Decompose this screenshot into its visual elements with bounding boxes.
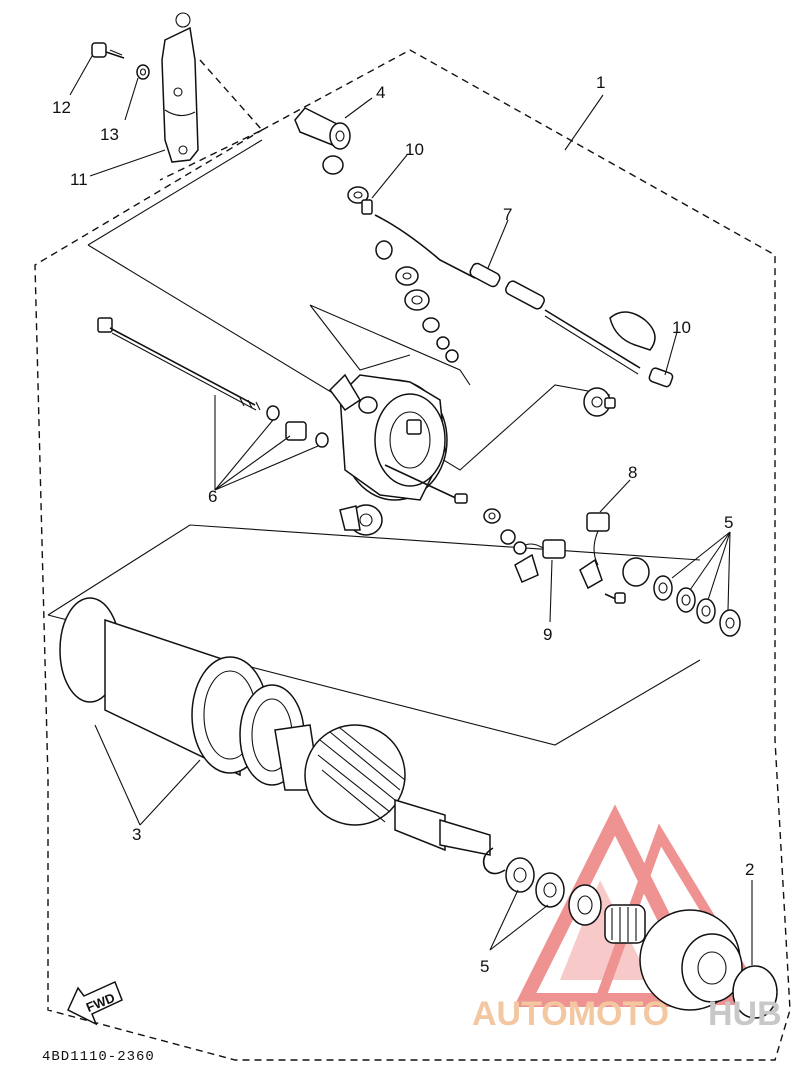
cable-boot-4 — [294, 107, 351, 150]
through-bolt — [97, 317, 261, 411]
oil-seal — [568, 884, 602, 926]
bracket-outline-dashed — [159, 59, 264, 181]
lead-wire-7 — [374, 214, 674, 388]
callout-12: 12 — [52, 98, 71, 117]
nut-stack-upper — [322, 155, 373, 215]
needle-bearing — [604, 904, 646, 944]
small-washers — [483, 508, 516, 545]
washer-13 — [136, 64, 150, 80]
callout-1: 1 — [596, 73, 605, 92]
armature — [274, 724, 491, 856]
callout-4: 4 — [376, 83, 385, 102]
callout-10-upper: 10 — [405, 140, 424, 159]
assembly-outline-dashed — [34, 49, 791, 1061]
guide-upper — [87, 139, 611, 471]
watermark-part1: AUTOMOTO — [472, 995, 669, 1033]
guide-brush-holder — [309, 304, 471, 386]
yoke-housing-3 — [59, 597, 305, 786]
callout-3: 3 — [132, 825, 141, 844]
washers-5-upper — [622, 557, 741, 637]
watermark-part2: HUB — [708, 995, 782, 1033]
brush-plate — [579, 558, 626, 604]
terminal-cover — [609, 311, 656, 351]
leader-lines — [69, 55, 753, 965]
diagram-code: 4BD1110-2360 — [42, 1049, 155, 1065]
washers-5-lower — [482, 847, 565, 908]
callout-5-upper: 5 — [724, 513, 733, 532]
callout-8: 8 — [628, 463, 637, 482]
callout-numbers: 1 2 3 4 5 5 6 7 8 9 10 10 11 12 13 — [52, 73, 754, 976]
callout-6: 6 — [208, 487, 217, 506]
callout-11: 11 — [70, 170, 88, 189]
watermark-text: AUTOMOTO HUB — [472, 995, 782, 1033]
bracket-lower — [339, 504, 383, 536]
callout-2: 2 — [745, 860, 754, 879]
callout-5-lower: 5 — [480, 957, 489, 976]
fwd-arrow: FWD — [67, 980, 123, 1026]
terminal-nuts-washers — [375, 240, 459, 363]
o-rings-6 — [266, 405, 329, 448]
terminal-insulator — [583, 387, 616, 417]
front-cover-2 — [639, 909, 778, 1019]
callout-7: 7 — [503, 205, 512, 224]
brush-8 — [586, 512, 610, 566]
callout-13: 13 — [100, 125, 119, 144]
bolt-12 — [91, 42, 125, 59]
bracket — [161, 12, 199, 163]
callout-9: 9 — [543, 625, 552, 644]
callout-10-right: 10 — [672, 318, 691, 337]
rear-cover — [329, 373, 468, 504]
brush-9 — [513, 539, 566, 583]
